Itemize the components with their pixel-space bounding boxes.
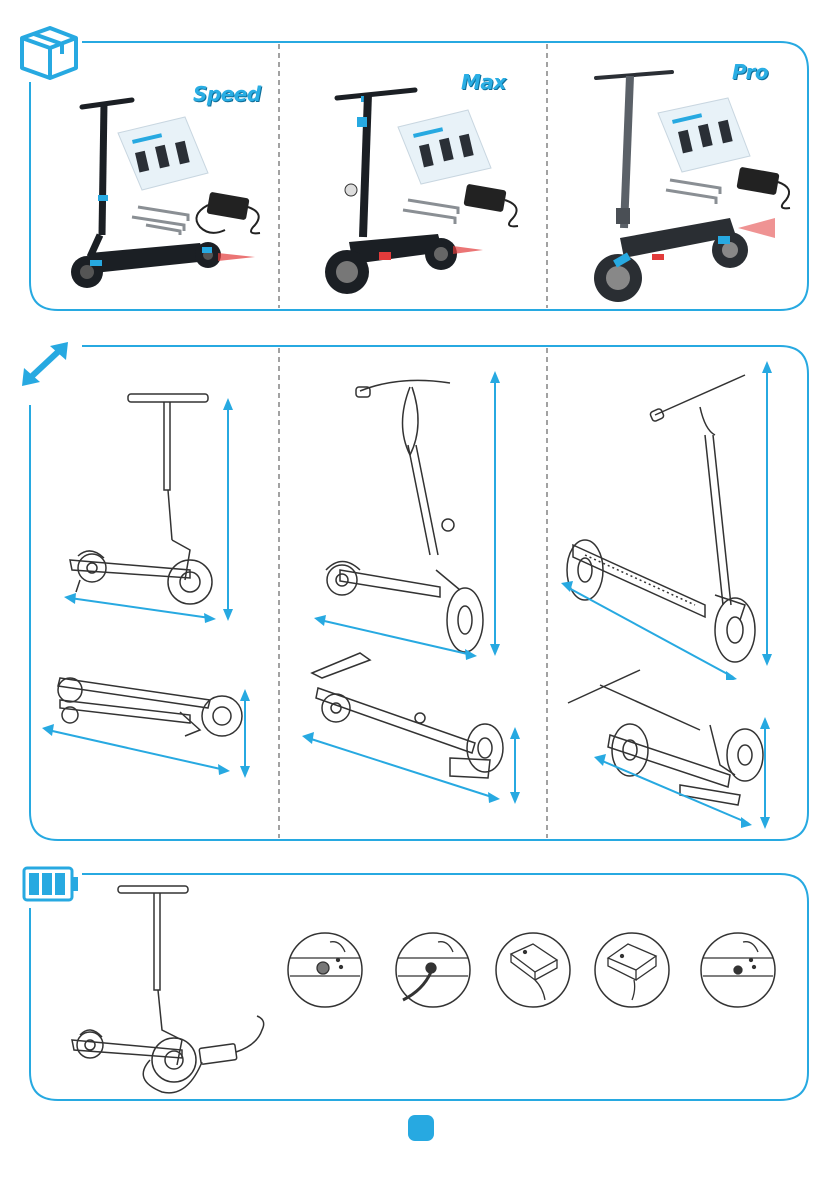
speed-scooter-photo xyxy=(60,95,275,295)
speed-folded-drawing xyxy=(40,660,265,780)
step-1-port-cover xyxy=(285,930,365,1010)
max-scooter-photo xyxy=(323,82,533,297)
step-5-port-closed xyxy=(698,930,778,1010)
dimensions-section xyxy=(0,330,839,850)
max-unfolded-drawing xyxy=(300,365,515,665)
charging-section xyxy=(0,860,839,1110)
page-number-badge xyxy=(408,1115,434,1141)
manual-icon xyxy=(658,98,750,172)
pro-folded-drawing xyxy=(560,655,785,830)
step-3-charger-red xyxy=(493,930,573,1010)
step-2-plug-in xyxy=(393,930,473,1010)
speed-unfolded-drawing xyxy=(40,380,265,630)
pro-scooter-photo xyxy=(590,68,805,306)
package-contents-section: Speed Max Pro xyxy=(0,0,839,320)
pro-unfolded-drawing xyxy=(555,355,785,680)
max-folded-drawing xyxy=(300,648,530,808)
manual-icon xyxy=(118,117,208,190)
scooter-charging-drawing xyxy=(62,880,277,1100)
manual-icon xyxy=(398,110,491,184)
box-icon xyxy=(16,24,82,82)
step-4-charger-green xyxy=(592,930,672,1010)
